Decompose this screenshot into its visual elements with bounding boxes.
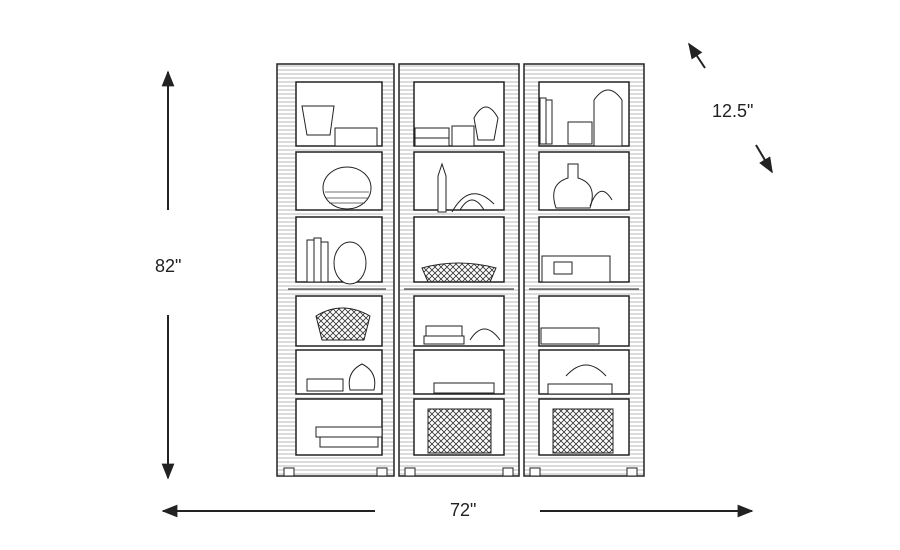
height-label: 82" — [155, 256, 182, 276]
width-label: 72" — [450, 500, 477, 520]
bookcase-unit-left — [276, 63, 395, 477]
arrow-up-icon — [688, 42, 706, 69]
depth-dimension — [688, 42, 773, 174]
bookcase-unit-center — [398, 63, 520, 477]
depth-label: 12.5" — [712, 101, 754, 121]
arrow-down-icon — [755, 144, 773, 174]
bookcase-unit-right — [523, 63, 645, 477]
